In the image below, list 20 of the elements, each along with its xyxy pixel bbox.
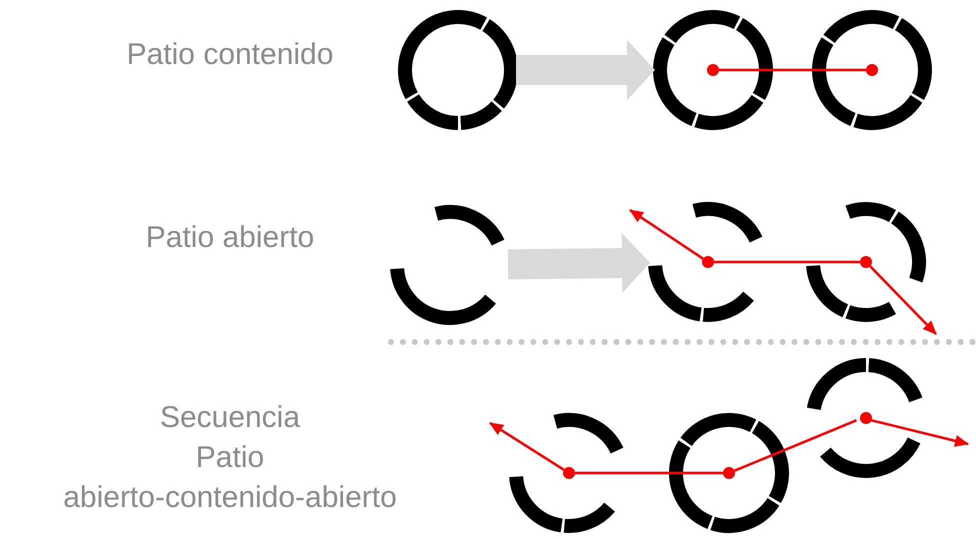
arrow <box>868 418 969 447</box>
arrow <box>489 422 565 471</box>
block-arrow <box>516 40 655 100</box>
connector-line <box>734 419 857 472</box>
row-title: Patio contenido <box>126 37 334 73</box>
center-dot <box>866 64 878 76</box>
arrow <box>629 208 704 260</box>
center-dot <box>707 64 719 76</box>
center-dot <box>723 467 735 479</box>
row-title: Patio abierto <box>144 220 316 256</box>
arrow <box>869 265 937 335</box>
connector-line <box>719 68 866 72</box>
connector-line <box>575 472 723 474</box>
connector-line <box>714 260 860 264</box>
center-dot <box>563 467 575 479</box>
center-dot <box>860 412 872 424</box>
row-title: Secuencia Patio abierto-contenido-abierto <box>62 400 398 516</box>
block-arrow <box>508 233 650 293</box>
center-dot <box>860 256 872 268</box>
center-dot <box>702 256 714 268</box>
